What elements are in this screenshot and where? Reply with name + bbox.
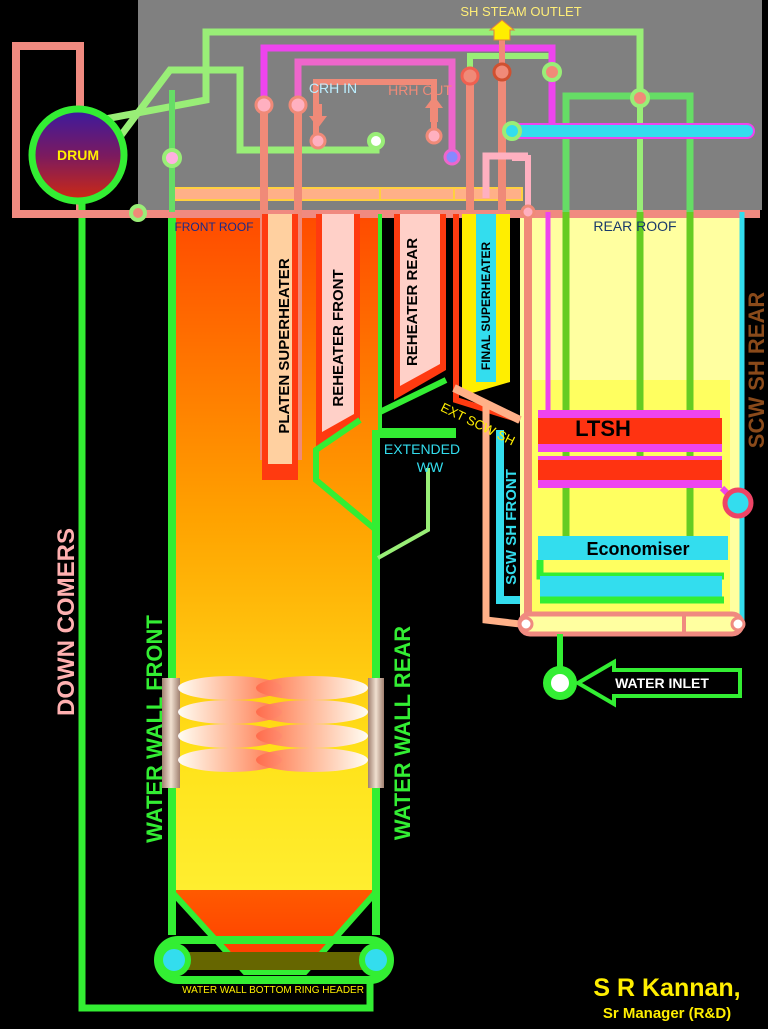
water-wall-rear-label: WATER WALL REAR <box>390 626 415 840</box>
economiser-bank <box>536 536 728 604</box>
water-inlet-node <box>543 666 577 700</box>
extended-ww-label-2: WW <box>417 459 444 475</box>
author-designation: Sr Manager (R&D) <box>603 1005 731 1022</box>
front-roof-label: FRONT ROOF <box>174 220 253 234</box>
water-inlet-label: WATER INLET <box>615 675 709 691</box>
water-inlet-arrow <box>574 658 742 708</box>
reheater-rear-label: REHEATER REAR <box>404 238 421 366</box>
down-comer-pipe <box>78 190 374 1012</box>
hrh-out-arrow <box>425 96 443 108</box>
ltsh-label: LTSH <box>575 416 631 441</box>
economiser-inlet-header <box>517 611 745 637</box>
rear-roof-label: REAR ROOF <box>593 218 676 234</box>
sh-steam-outlet-arrow <box>488 19 516 41</box>
front-burner-port <box>162 678 180 788</box>
bottom-ring-header-label: WATER WALL BOTTOM RING HEADER <box>182 985 364 996</box>
furnace-hopper <box>172 890 378 972</box>
rear-roof-header <box>509 123 755 139</box>
hrh-out-label: HRH OUT <box>388 82 452 98</box>
sh-steam-outlet-label: SH STEAM OUTLET <box>460 4 581 19</box>
platen-superheater-label: PLATEN SUPERHEATER <box>276 258 293 433</box>
ltsh-bank <box>538 410 754 519</box>
extended-ww <box>378 428 456 438</box>
header-nodes <box>129 62 650 222</box>
scw-sh-front-label: SCW SH FRONT <box>503 469 520 585</box>
down-comers-label: DOWN COMERS <box>53 528 80 716</box>
scw-sh-rear-label: SCW SH REAR <box>744 292 768 449</box>
final-superheater-label: FINAL SUPERHEATER <box>479 242 493 371</box>
burner-flames <box>178 676 368 772</box>
crh-in-label: CRH IN <box>309 80 357 96</box>
scw-sh-front <box>496 430 520 604</box>
crh-in-arrow <box>309 116 327 128</box>
ring-header-left-node <box>157 943 191 977</box>
author-name: S R Kannan, <box>593 974 740 1002</box>
roof-tube <box>16 210 760 218</box>
ring-header-right-node <box>359 943 393 977</box>
reheater-front-label: REHEATER FRONT <box>330 269 347 406</box>
water-wall-front-label: WATER WALL FRONT <box>142 615 167 843</box>
hopper-outline <box>169 889 379 975</box>
drum-label: DRUM <box>57 147 99 163</box>
economiser-label: Economiser <box>586 539 689 559</box>
drum <box>28 105 128 205</box>
scw-sh-rear-node <box>722 487 754 519</box>
extended-ww-label-1: EXTENDED <box>384 441 460 457</box>
rear-burner-port <box>368 678 384 788</box>
